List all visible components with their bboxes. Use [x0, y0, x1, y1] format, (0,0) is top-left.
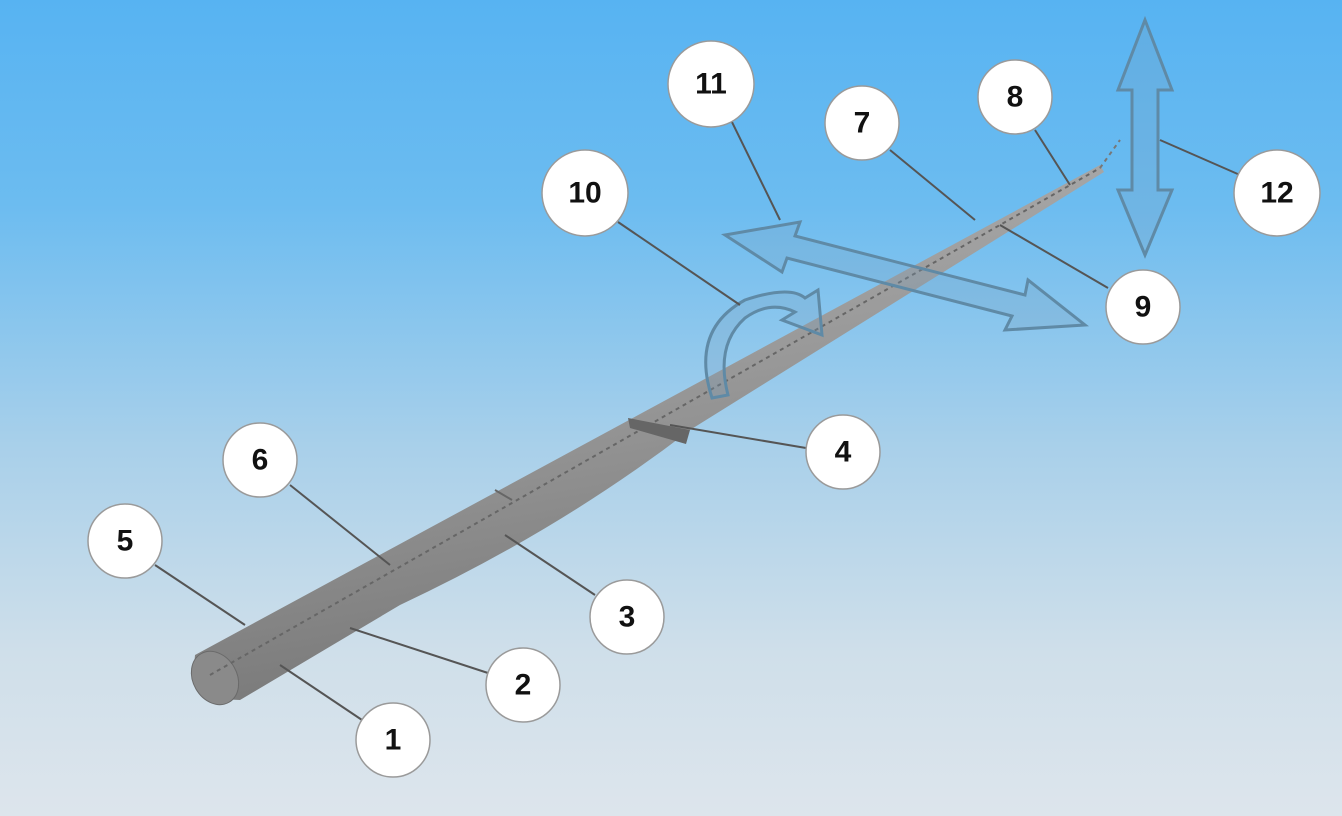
- callout-6: 6: [222, 422, 298, 498]
- blade-axis-line: [209, 167, 1101, 676]
- callout-9: 9: [1105, 269, 1181, 345]
- blade-mark: [494, 489, 513, 501]
- callout-label: 4: [835, 436, 852, 469]
- callout-7: 7: [824, 85, 900, 161]
- callout-label: 8: [1007, 81, 1024, 114]
- callout-1: 1: [355, 702, 431, 778]
- flapwise-arrow-icon: [1115, 15, 1175, 259]
- callout-label: 2: [515, 669, 532, 702]
- callout-label: 11: [695, 68, 727, 101]
- edgewise-arrow-icon: [720, 220, 1090, 332]
- callout-label: 1: [385, 724, 402, 757]
- turbine-blade: [190, 139, 1121, 706]
- callout-4: 4: [805, 414, 881, 490]
- callout-11: 11: [667, 40, 755, 128]
- tip-extension-line: [1099, 139, 1121, 169]
- callout-8: 8: [977, 59, 1053, 135]
- callout-2: 2: [485, 647, 561, 723]
- blade-joint: [628, 418, 690, 444]
- callout-12: 12: [1233, 149, 1321, 237]
- callout-3: 3: [589, 579, 665, 655]
- callout-label: 3: [619, 601, 636, 634]
- callout-label: 10: [568, 177, 601, 210]
- callout-5: 5: [87, 503, 163, 579]
- callout-10: 10: [541, 149, 629, 237]
- callout-label: 5: [117, 525, 134, 558]
- callout-label: 12: [1260, 177, 1293, 210]
- leader-lines: [154, 117, 1241, 723]
- callout-label: 7: [854, 107, 871, 140]
- callout-label: 6: [252, 444, 269, 477]
- pitch-rotation-arrow-icon: [704, 287, 824, 400]
- callout-label: 9: [1135, 291, 1152, 324]
